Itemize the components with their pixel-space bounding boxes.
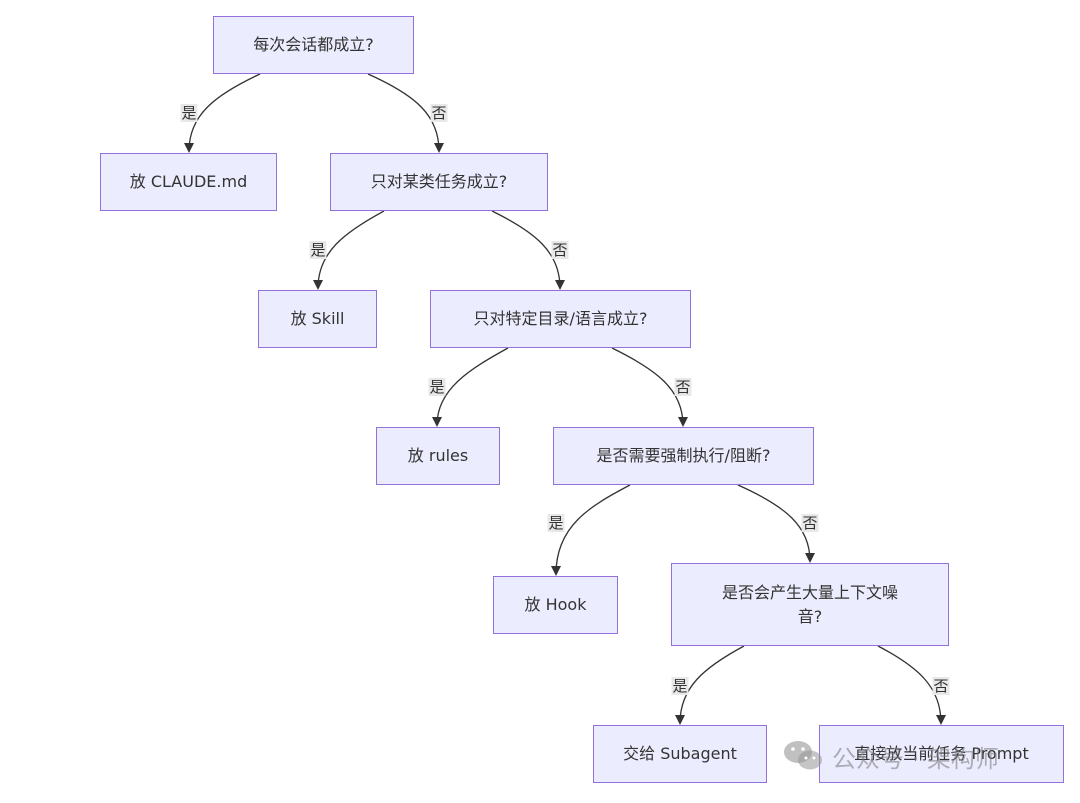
node-a1-claude-md: 放 CLAUDE.md: [100, 153, 277, 211]
edge-q1-yes: [184, 73, 261, 153]
edge-q2-yes: [313, 210, 385, 290]
edge-q4-yes: [551, 484, 631, 576]
node-a5-text: 交给 Subagent: [623, 744, 737, 763]
node-q5-text-line1: 是否会产生大量上下文噪: [721, 582, 898, 602]
edge-q5-yes: [675, 645, 745, 725]
node-q3-dir-language: 只对特定目录/语言成立?: [430, 290, 691, 348]
edge-q2-no: [491, 210, 565, 290]
node-a5-subagent: 交给 Subagent: [593, 725, 767, 783]
node-q5-text-line2: 音?: [797, 606, 823, 626]
edge-label-q4-yes: 是: [547, 514, 565, 532]
node-a3-rules: 放 rules: [376, 427, 500, 485]
edge-label-q1-yes: 是: [180, 104, 198, 122]
node-q4-text: 是否需要强制执行/阻断?: [596, 446, 771, 465]
edge-q3-no: [611, 347, 688, 427]
node-q1-every-session: 每次会话都成立?: [213, 16, 414, 74]
node-a2-skill: 放 Skill: [258, 290, 377, 348]
edge-q3-yes: [432, 347, 509, 427]
edge-label-q2-yes: 是: [309, 241, 327, 259]
edge-label-q3-yes: 是: [428, 378, 446, 396]
node-a4-hook: 放 Hook: [493, 576, 618, 634]
node-q4-enforce-block: 是否需要强制执行/阻断?: [553, 427, 814, 485]
edge-q4-no: [737, 484, 815, 563]
edge-label-q3-no: 否: [674, 378, 692, 396]
edge-q1-no: [367, 73, 444, 153]
node-q1-text: 每次会话都成立?: [253, 35, 374, 54]
node-q5-context-noise: 是否会产生大量上下文噪 音?: [671, 563, 949, 646]
node-a1-text: 放 CLAUDE.md: [129, 172, 248, 191]
node-a6-text: 直接放当前任务 Prompt: [854, 744, 1029, 763]
edge-label-q1-no: 否: [430, 104, 448, 122]
node-q2-task-type: 只对某类任务成立?: [330, 153, 548, 211]
node-q3-text: 只对特定目录/语言成立?: [473, 309, 648, 328]
edge-label-q5-yes: 是: [671, 677, 689, 695]
node-q2-text: 只对某类任务成立?: [370, 172, 508, 191]
node-a3-text: 放 rules: [407, 446, 469, 465]
edge-label-q4-no: 否: [801, 514, 819, 532]
node-a4-text: 放 Hook: [524, 595, 587, 614]
edge-label-q2-no: 否: [551, 241, 569, 259]
edge-label-q5-no: 否: [932, 677, 950, 695]
edge-q5-no: [877, 645, 946, 725]
node-a2-text: 放 Skill: [290, 309, 345, 328]
node-a6-prompt: 直接放当前任务 Prompt: [819, 725, 1064, 783]
